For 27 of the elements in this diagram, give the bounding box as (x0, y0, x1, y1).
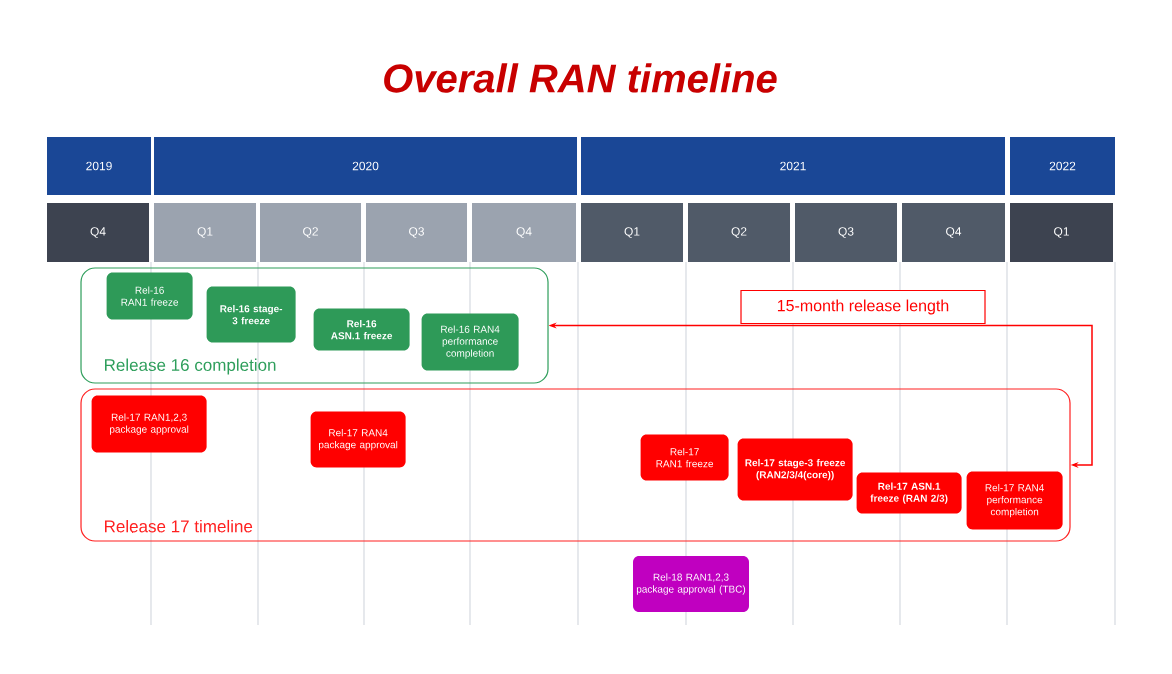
header-cell: Q3 (795, 203, 897, 262)
title: Overall RAN timeline (384, 63, 777, 93)
milestone-box: Rel-17 stage-3 freeze (RAN2/3/4(core)) (737, 438, 853, 501)
header-cell: Q4 (47, 203, 149, 262)
header-cell: Q3 (366, 203, 467, 262)
milestone-box: Rel-17 RAN1 freeze (640, 434, 729, 481)
milestone-box: Rel-16 stage-3 freeze (206, 286, 296, 343)
header-cell: Q2 (260, 203, 361, 262)
milestone-box: Rel-16 RAN4 performance completion (421, 313, 519, 371)
milestone-box: Rel-16 RAN1 freeze (106, 272, 193, 320)
header-cell: 2020 (154, 137, 577, 195)
header-cell: 2022 (1010, 137, 1115, 195)
milestone-box: Rel-18 RAN1,2,3 package approval (TBC) (633, 556, 749, 612)
header-cell: Q4 (472, 203, 576, 262)
header-cell: Q1 (1010, 203, 1113, 262)
milestone-box: Rel-17 RAN4 package approval (310, 411, 406, 468)
edge-label: 15-month release length (740, 289, 986, 325)
header-cell: Q2 (688, 203, 790, 262)
milestone-box: Rel-17 RAN4 performance completion (966, 471, 1063, 530)
header-cell: Q4 (902, 203, 1005, 262)
header-cell: Q1 (581, 203, 683, 262)
milestone-box: Rel-17 ASN.1 freeze (RAN 2/3) (856, 472, 962, 514)
header-cell: 2019 (47, 137, 151, 195)
milestone-box: Rel-17 RAN1,2,3 package approval (91, 395, 207, 453)
header-cell: 2021 (581, 137, 1005, 195)
milestone-box: Rel-16 ASN.1 freeze (313, 308, 410, 351)
header-cell: Q1 (154, 203, 256, 262)
